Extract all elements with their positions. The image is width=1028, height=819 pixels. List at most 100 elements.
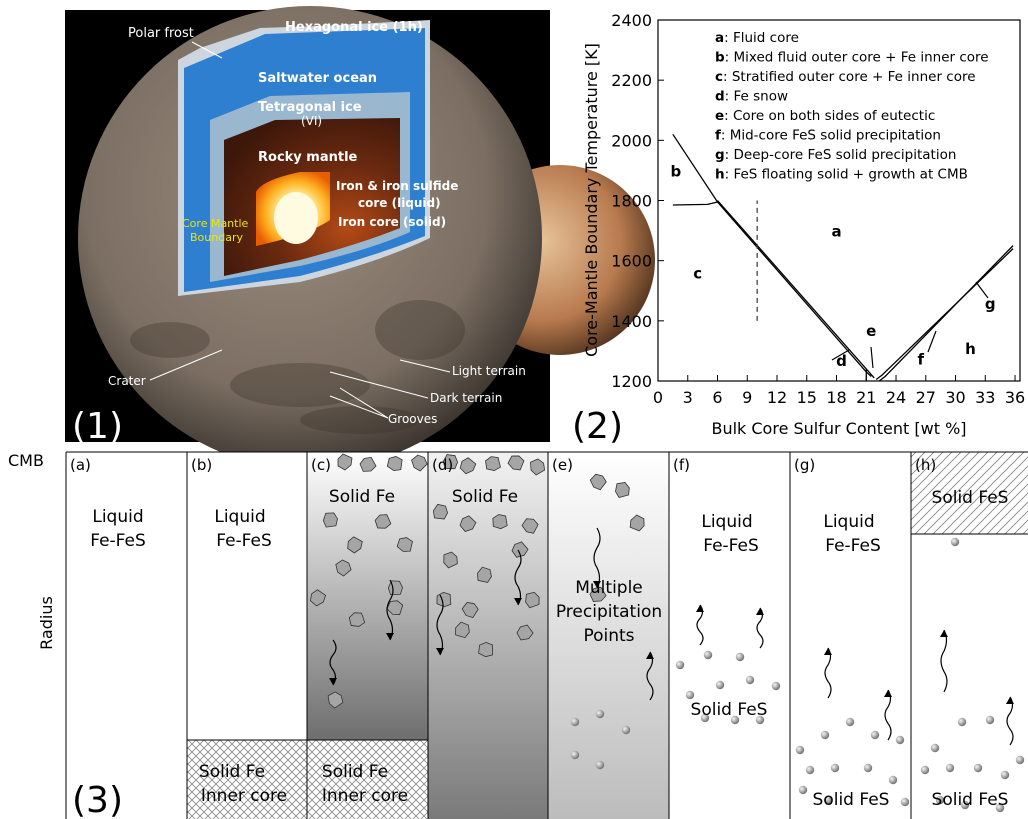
arrow-head: [884, 690, 892, 697]
label-tetragonal-ice-sub: (VI): [301, 114, 322, 128]
legend-text: : Mid-core FeS solid precipitation: [721, 128, 941, 144]
fes-particle: [755, 715, 765, 725]
fes-precipitate-particles: [570, 537, 1025, 813]
column-c-inner-core: [307, 740, 428, 819]
column-h-top-solid-text: Solid FeS: [932, 488, 1009, 508]
fes-particle: [930, 743, 940, 753]
legend-entry: a: Fluid core: [715, 30, 799, 46]
iron-flake: [374, 514, 392, 529]
legend-entry: g: Deep-core FeS solid precipitation: [715, 147, 956, 163]
x-tick-label: 30: [945, 388, 965, 407]
column-e-id: (e): [552, 456, 573, 474]
label-cmb-2: Boundary: [190, 231, 243, 244]
label-polar-frost: Polar frost: [128, 26, 194, 41]
column-h-solid: Solid FeS: [932, 790, 1009, 810]
legend-key: a: [715, 30, 724, 46]
legend-key: e: [715, 108, 724, 124]
region-label-a: a: [831, 223, 841, 241]
column-c-id: (c): [311, 456, 331, 474]
iron-flake: [432, 503, 449, 520]
fes-particle: [730, 715, 740, 725]
fes-particle: [570, 750, 580, 760]
column-e-text-3: Points: [583, 626, 634, 646]
fes-particle: [845, 717, 855, 727]
motion-arrow: [329, 639, 337, 686]
label-cmb-1: Core Mantle: [182, 217, 249, 230]
label-grooves: Grooves: [388, 412, 437, 426]
panel-1-label: (1): [72, 406, 123, 447]
region-label-g: g: [985, 295, 996, 313]
column-f-bg: [669, 452, 790, 819]
iron-flake: [396, 537, 413, 552]
surface-terrain: [130, 300, 465, 434]
phase-boundary-line: [672, 133, 872, 377]
label-liquid-core-1: Iron & iron sulfide: [336, 179, 458, 193]
leader-crater: [149, 349, 223, 381]
y-axis-label: Core-Mantle Boundary Temperature [K]: [582, 43, 601, 357]
leader-light-terrain: [399, 359, 451, 373]
iron-flake: [589, 473, 607, 491]
iron-flake: [347, 536, 363, 554]
iron-flake: [327, 691, 344, 709]
fes-particle: [895, 735, 905, 745]
iron-flake: [359, 456, 377, 472]
legend-entry: b: Mixed fluid outer core + Fe inner cor…: [715, 50, 989, 66]
fes-particle: [973, 763, 983, 773]
arrow-head: [940, 630, 948, 637]
fes-particle: [745, 675, 755, 685]
y-tick-label: 1200: [611, 372, 652, 391]
fes-particle: [700, 713, 710, 723]
panel-3-core-crystallization-regimes: CMB Radius (a) (b) (c) (d) (e): [8, 451, 1028, 819]
iron-flake: [411, 454, 428, 472]
iron-flake: [525, 591, 540, 609]
x-tick-label: 6: [712, 388, 722, 407]
leader-grooves-2: [329, 395, 389, 419]
fes-particle: [795, 745, 805, 755]
arrow-head: [824, 648, 832, 655]
iron-flake: [511, 541, 529, 558]
iron-flake: [507, 455, 525, 471]
iron-flake: [386, 456, 403, 472]
fes-particle: [950, 537, 960, 547]
region-label-b: b: [670, 162, 681, 180]
iron-flake: [335, 559, 352, 577]
solid-iron-core: [274, 192, 318, 244]
fes-particle: [570, 717, 580, 727]
column-a-text-1: Liquid: [92, 507, 143, 527]
arrow-head: [593, 581, 601, 588]
y-tick-label: 2200: [611, 71, 652, 90]
iron-flake: [461, 602, 479, 619]
column-g-text-2: Fe-FeS: [825, 536, 881, 556]
fes-particle: [1000, 770, 1010, 780]
fes-particle: [995, 803, 1005, 813]
fes-particle: [945, 763, 955, 773]
fes-particle: [1015, 755, 1025, 765]
iron-flake: [443, 551, 458, 569]
motion-arrow: [940, 629, 948, 693]
motion-arrow: [646, 651, 654, 701]
column-c-text-1: Solid Fe: [329, 487, 395, 507]
fes-particle: [823, 795, 833, 805]
iron-flake: [386, 600, 404, 615]
arrow-head: [646, 652, 654, 659]
motion-arrow: [386, 579, 394, 641]
radius-label: Radius: [37, 596, 56, 650]
arrow-e: [870, 346, 874, 369]
column-a-id: (a): [70, 456, 91, 474]
region-label-d: d: [836, 352, 847, 370]
column-g-text-1: Liquid: [823, 512, 874, 532]
x-tick-label: 18: [826, 388, 846, 407]
iron-flake: [442, 454, 459, 470]
fes-particle: [935, 795, 945, 805]
iron-flake: [477, 566, 492, 583]
iron-flake: [589, 586, 607, 602]
iron-flake: [629, 514, 645, 532]
y-tick-label: 1400: [611, 312, 652, 331]
legend-key: g: [715, 147, 725, 163]
x-tick-label: 15: [797, 388, 817, 407]
column-d-id: (d): [432, 456, 453, 474]
column-f-text-2: Fe-FeS: [703, 536, 759, 556]
arrow-head: [756, 608, 764, 615]
label-liquid-core-2: core (liquid): [358, 196, 441, 210]
